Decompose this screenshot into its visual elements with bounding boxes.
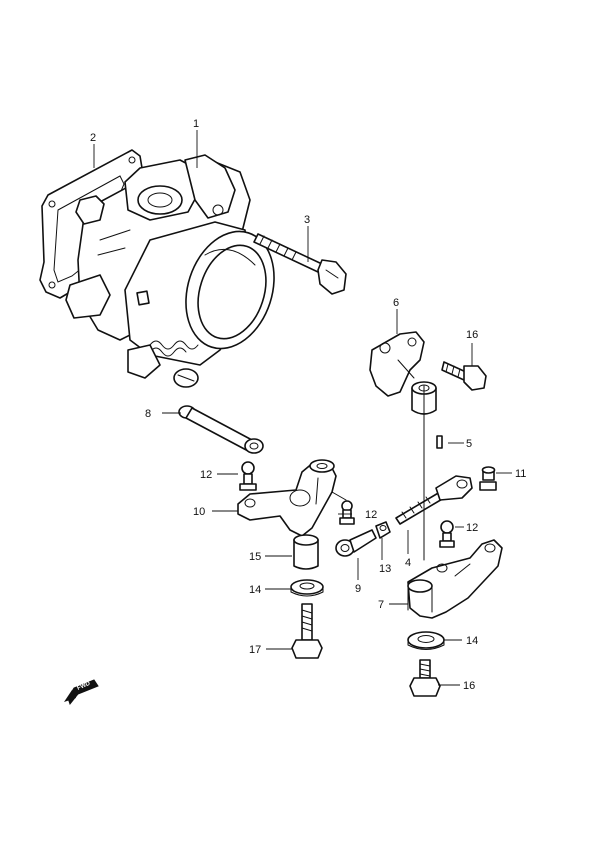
flange-bolt-upper-part	[441, 361, 487, 391]
callout-labels: 1 2 3 6 16 8 5 11 12 10 12 12 4 13 15 9 …	[90, 118, 526, 692]
pin-part	[436, 435, 443, 449]
throttle-body-part	[65, 154, 275, 388]
forward-arrow-icon: FWD	[64, 679, 99, 706]
ball-stud-part	[479, 466, 497, 491]
threaded-rod-part	[395, 385, 473, 561]
flange-bolt-lower-part	[409, 659, 441, 697]
callout-9: 9	[355, 583, 361, 595]
callout-14-left: 14	[249, 584, 261, 596]
callout-3: 3	[304, 214, 310, 226]
callout-16-lower: 16	[463, 680, 475, 692]
callout-17: 17	[249, 644, 261, 656]
long-bolt-part	[253, 233, 347, 295]
washer-right-part	[407, 631, 445, 650]
washer-left-part	[290, 579, 324, 597]
lower-lever-part	[407, 539, 503, 619]
ball-stud-12c-part	[439, 520, 455, 548]
leader-lines	[93, 130, 512, 686]
callout-12-left: 12	[200, 469, 212, 481]
ball-stud-12b-part	[331, 491, 355, 525]
lever-part	[237, 459, 337, 537]
callout-8: 8	[145, 408, 151, 420]
collar-part	[375, 521, 391, 539]
callout-16-upper: 16	[466, 329, 478, 341]
callout-11: 11	[515, 468, 526, 480]
callout-5: 5	[466, 438, 472, 450]
callout-1: 1	[193, 118, 199, 130]
spacer-part	[293, 534, 319, 570]
ball-stud-12a-part	[239, 461, 257, 491]
callout-12-middle: 12	[365, 509, 377, 521]
bracket-part	[369, 331, 437, 415]
bolt-17-part	[291, 603, 323, 659]
rod-end-part	[335, 529, 377, 557]
callout-6: 6	[393, 297, 399, 309]
callout-13: 13	[379, 563, 391, 575]
link-rod-part	[178, 405, 264, 454]
callout-10: 10	[193, 506, 205, 518]
callout-14-right: 14	[466, 635, 478, 647]
callout-4: 4	[405, 557, 411, 569]
callout-15: 15	[249, 551, 261, 563]
fwd-label: FWD	[76, 681, 92, 692]
callout-12-right: 12	[466, 522, 478, 534]
callout-2: 2	[90, 132, 96, 144]
callout-7: 7	[378, 599, 384, 611]
